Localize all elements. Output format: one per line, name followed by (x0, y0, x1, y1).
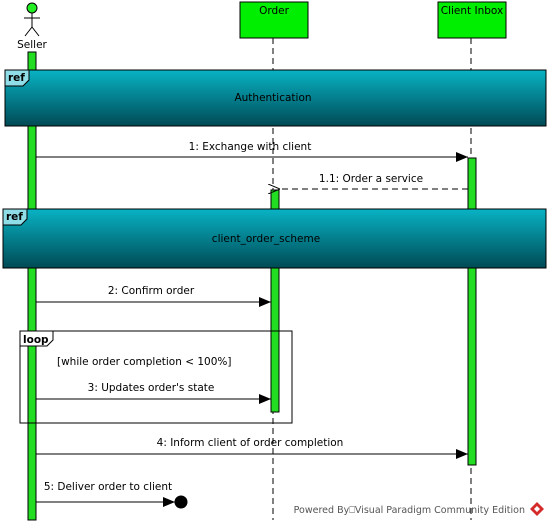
ref-label-authentication: Authentication (234, 92, 311, 104)
message-4-label: 4: Inform client of order completion (157, 437, 344, 449)
message-1-label: 1: Exchange with client (189, 141, 312, 153)
message-2-label: 2: Confirm order (108, 285, 195, 297)
watermark-text: Powered By⎕Visual Paradigm Community Edi… (294, 505, 525, 516)
ref-fragment-client-order-scheme[interactable]: ref client_order_scheme (2, 208, 547, 269)
ref-tag: ref (8, 72, 25, 84)
ref-fragment-authentication[interactable]: ref Authentication (4, 69, 547, 127)
ref-tag: ref (6, 211, 23, 223)
actor-head-icon (26, 2, 38, 14)
loop-tag: loop (23, 334, 49, 346)
message-1[interactable]: 1: Exchange with client (36, 141, 468, 162)
activation-seller (27, 51, 37, 521)
loop-fragment[interactable]: loop [while order completion < 100%] (19, 330, 293, 424)
message-3[interactable]: 3: Updates order's state (36, 382, 271, 404)
loop-guard: [while order completion < 100%] (57, 356, 231, 368)
participant-client-inbox[interactable]: Client Inbox (437, 1, 507, 39)
actor-seller-label: Seller (17, 39, 47, 51)
message-5[interactable]: 5: Deliver order to client (36, 481, 188, 509)
message-5-label: 5: Deliver order to client (44, 481, 172, 493)
participant-order[interactable]: Order (239, 1, 309, 39)
lost-message-endpoint-icon (174, 495, 188, 509)
participant-order-label: Order (259, 5, 290, 17)
message-1-1[interactable]: 1.1: Order a service (280, 173, 468, 189)
message-2[interactable]: 2: Confirm order (36, 285, 271, 307)
actor-seller[interactable]: Seller (17, 2, 48, 51)
participant-client-inbox-label: Client Inbox (441, 5, 503, 17)
message-1-1-label: 1.1: Order a service (319, 173, 423, 185)
activation-client-inbox (467, 157, 477, 466)
message-3-label: 3: Updates order's state (88, 382, 215, 394)
watermark: Powered By⎕Visual Paradigm Community Edi… (294, 502, 544, 516)
message-4[interactable]: 4: Inform client of order completion (36, 437, 468, 459)
ref-label-client-order-scheme: client_order_scheme (212, 233, 320, 245)
